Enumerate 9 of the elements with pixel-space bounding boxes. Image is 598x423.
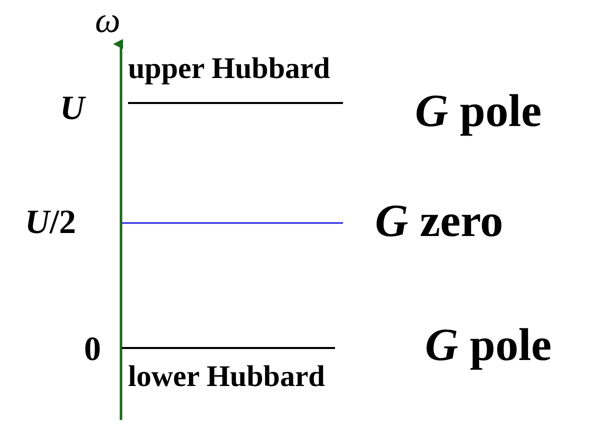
energy-value: U/2 (25, 206, 76, 240)
level-label: G pole (415, 88, 542, 134)
energy-value: 0 (84, 333, 101, 367)
level-label: upper Hubbard (128, 54, 330, 84)
energy-value: U (60, 92, 85, 126)
level-label: G zero (375, 198, 504, 244)
level-label: lower Hubbard (128, 362, 325, 392)
axis-label: ω (95, 2, 120, 38)
level-label: G pole (425, 322, 552, 368)
